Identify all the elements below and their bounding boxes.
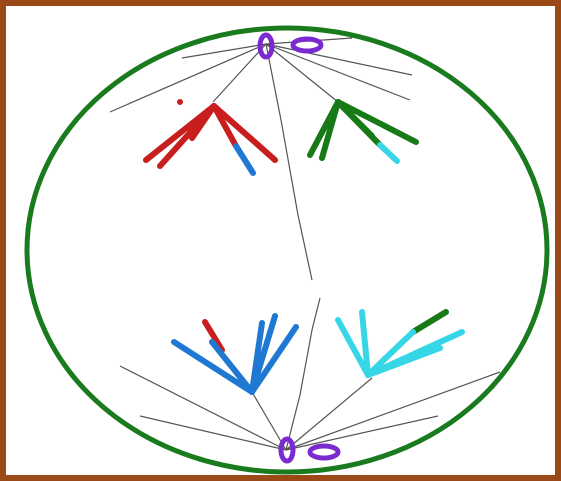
chromosome-fragment xyxy=(178,100,183,105)
